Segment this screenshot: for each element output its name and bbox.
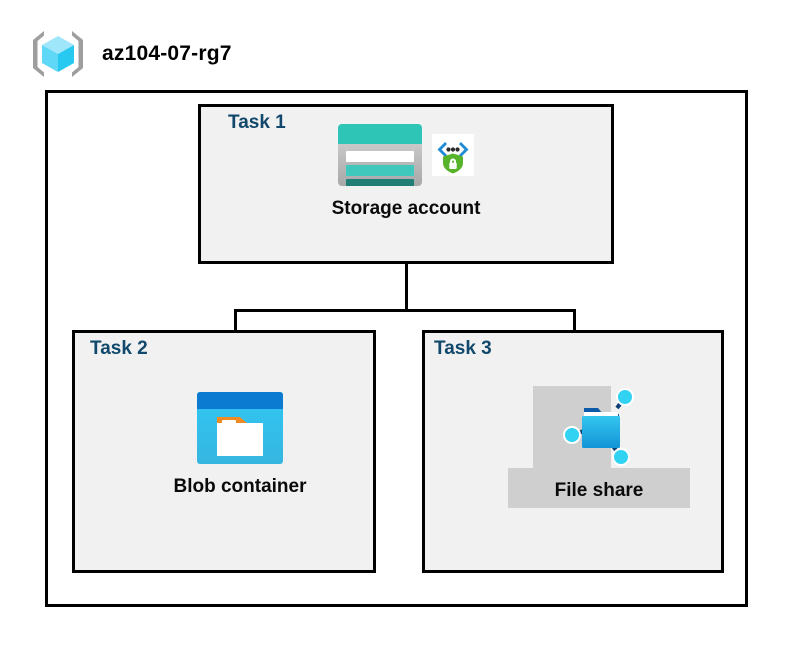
task-3-label: Task 3	[434, 338, 492, 359]
storage-icon-row-1	[346, 151, 414, 162]
blob-icon-document	[217, 423, 263, 456]
storage-icon-row	[338, 124, 474, 186]
blob-container-icon	[197, 392, 283, 464]
blob-container-caption: Blob container	[173, 476, 307, 497]
blob-icon-titlebar	[197, 392, 283, 409]
file-share-node: File share	[508, 386, 690, 500]
resource-group-header: az104-07-rg7	[30, 26, 430, 82]
connector-horizontal-bar	[234, 309, 576, 312]
storage-icon-row-2	[346, 165, 414, 176]
file-share-folder-icon	[560, 386, 638, 468]
connector-storage-trunk	[405, 264, 408, 312]
resource-group-title: az104-07-rg7	[102, 42, 232, 65]
storage-icon-row-3	[346, 179, 414, 186]
blob-icon-row	[197, 392, 283, 464]
task-1-label: Task 1	[228, 112, 286, 133]
storage-account-icon	[338, 124, 422, 186]
secure-private-endpoint-icon	[432, 134, 474, 176]
task-2-label: Task 2	[90, 338, 148, 359]
storage-account-node: Storage account	[296, 124, 516, 218]
file-share-caption: File share	[554, 480, 644, 501]
blob-container-node: Blob container	[150, 392, 330, 496]
resource-group-cube-icon	[30, 28, 86, 80]
storage-icon-header	[338, 124, 422, 144]
file-share-icon-row	[560, 386, 638, 468]
storage-account-caption: Storage account	[331, 198, 481, 219]
blob-icon-tab-slot	[222, 420, 236, 424]
file-share-caption-highlight	[508, 468, 690, 508]
